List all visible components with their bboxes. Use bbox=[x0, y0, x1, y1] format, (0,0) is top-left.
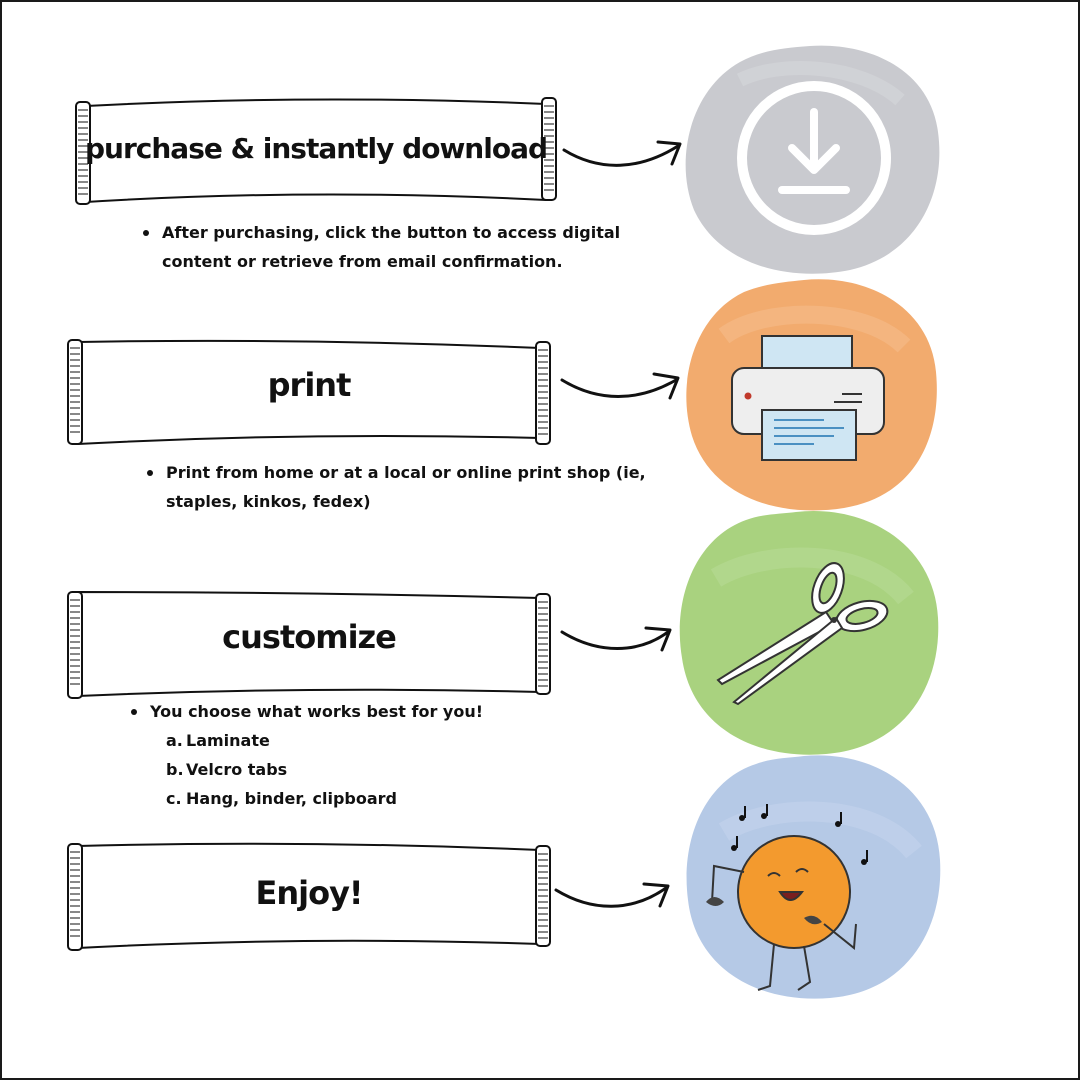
option-item: c.Hang, binder, clipboard bbox=[128, 784, 528, 813]
step-3-banner: customize bbox=[64, 588, 554, 700]
arrow-icon bbox=[560, 372, 680, 400]
step-2-banner: print bbox=[64, 336, 554, 448]
option-text: Velcro tabs bbox=[186, 760, 288, 779]
scroll-banner-shape bbox=[67, 339, 551, 446]
step-3-notes: You choose what works best for you! a.La… bbox=[128, 697, 528, 813]
step-2-note: Print from home or at a local or online … bbox=[144, 458, 664, 516]
option-text: Hang, binder, clipboard bbox=[186, 789, 397, 808]
step-1-note: After purchasing, click the button to ac… bbox=[140, 218, 650, 276]
step-3-title: customize bbox=[222, 618, 397, 656]
step-2-title: print bbox=[267, 366, 352, 404]
arrow-icon bbox=[562, 140, 682, 167]
option-text: Laminate bbox=[186, 731, 270, 750]
step-4-title: Enjoy! bbox=[255, 874, 363, 912]
step-3-note: You choose what works best for you! bbox=[128, 697, 528, 726]
step-2-notes: Print from home or at a local or online … bbox=[144, 458, 664, 516]
arrow-icon bbox=[554, 882, 670, 908]
option-marker: c. bbox=[166, 789, 182, 808]
printer-icon bbox=[686, 279, 937, 511]
arrow-icon bbox=[560, 626, 672, 652]
step-1-banner: purchase & instantly download bbox=[72, 96, 560, 208]
scroll-banner-shape bbox=[67, 590, 551, 699]
scroll-banner-shape bbox=[67, 842, 551, 951]
option-item: b.Velcro tabs bbox=[128, 755, 528, 784]
option-marker: a. bbox=[166, 731, 183, 750]
scissors-icon bbox=[679, 510, 939, 755]
dancing-orange-icon bbox=[686, 755, 941, 999]
step-1-title: purchase & instantly download bbox=[84, 132, 548, 165]
scroll-banner-shape bbox=[75, 97, 557, 205]
step-1-notes: After purchasing, click the button to ac… bbox=[140, 218, 650, 276]
option-item: a.Laminate bbox=[128, 726, 528, 755]
option-marker: b. bbox=[166, 760, 184, 779]
download-icon bbox=[685, 45, 940, 274]
step-4-banner: Enjoy! bbox=[64, 840, 554, 952]
